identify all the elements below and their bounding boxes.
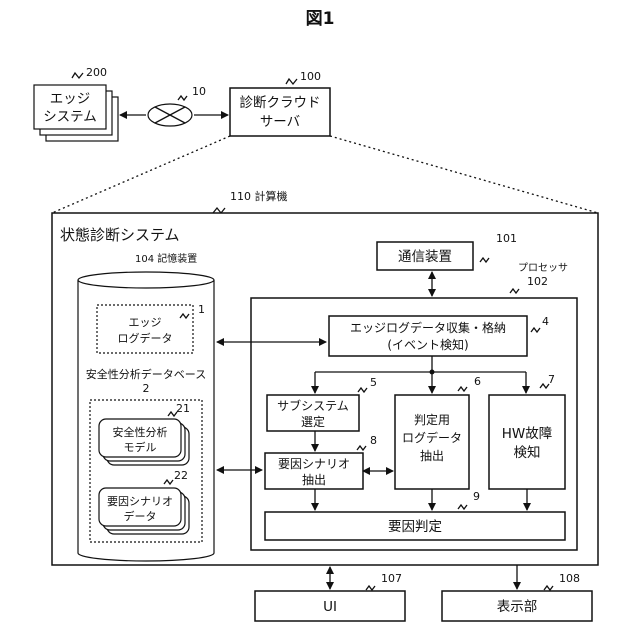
edge-system: エッジ システム: [34, 85, 118, 141]
hw-fault-block: [489, 395, 565, 489]
system-label: 状態診断システム: [60, 226, 180, 244]
processor-ref: 102: [527, 275, 548, 288]
network-ref-leader: [178, 96, 187, 100]
safety-model-line-1: 安全性分析: [113, 425, 168, 439]
scenario-data-line-2: データ: [124, 509, 157, 523]
server-ref: 100: [300, 70, 321, 83]
comm-label: 通信装置: [398, 249, 452, 265]
safety-model-ref: 21: [176, 402, 190, 415]
safety-model-line-2: モデル: [124, 440, 157, 454]
subsystem-line-1: サブシステム: [277, 398, 349, 413]
display-label: 表示部: [497, 599, 538, 615]
judge-log-line-1: 判定用: [414, 412, 450, 427]
judge-log-line-2: ログデータ: [402, 430, 462, 445]
network-icon: [148, 104, 192, 126]
subsystem-ref: 5: [370, 376, 377, 389]
scenario-data: 要因シナリオ データ: [99, 488, 189, 534]
expand-line-left: [52, 136, 230, 213]
collect-ref: 4: [542, 315, 549, 328]
edge-ref: 200: [86, 66, 107, 79]
collect-line-2: (イベント検知): [387, 338, 468, 352]
collect-line-1: エッジログデータ収集・格納: [350, 320, 506, 335]
edge-log-line-1: エッジ: [129, 316, 162, 329]
computer-label: 110 計算機: [230, 189, 288, 203]
scenario-extract-line-1: 要因シナリオ: [278, 457, 350, 471]
edge-log-ref: 1: [198, 303, 205, 316]
figure-title: 図1: [306, 9, 335, 29]
expand-line-right: [330, 136, 598, 213]
hw-fault-line-1: HW故障: [502, 426, 553, 442]
edge-log-line-2: ログデータ: [118, 331, 173, 345]
ui-label: UI: [323, 599, 337, 615]
edge-system-label-2: システム: [43, 109, 97, 125]
scenario-extract-ref: 8: [370, 434, 377, 447]
judge-log-line-3: 抽出: [420, 449, 444, 463]
safety-model: 安全性分析 モデル: [99, 419, 189, 465]
scenario-extract-line-2: 抽出: [302, 473, 326, 487]
storage-label: 104 記憶装置: [135, 252, 197, 265]
server-ref-leader: [286, 79, 297, 84]
judge-log-ref: 6: [474, 375, 481, 388]
database-label: 安全性分析データベース: [86, 367, 206, 381]
scenario-data-line-1: 要因シナリオ: [107, 495, 173, 508]
hw-fault-ref: 7: [548, 373, 555, 386]
cloud-server-label-2: サーバ: [260, 114, 300, 130]
edge-system-label-1: エッジ: [50, 91, 91, 107]
cause-judge-ref: 9: [473, 490, 480, 503]
edge-log-data: [97, 305, 193, 353]
cloud-server-label-1: 診断クラウド: [240, 95, 321, 111]
edge-ref-leader: [72, 73, 83, 78]
database-ref: 2: [143, 382, 150, 395]
display-ref-leader: [544, 586, 553, 590]
cause-judge-label: 要因判定: [388, 519, 442, 535]
hw-fault-line-2: 検知: [514, 444, 541, 461]
scenario-data-ref: 22: [174, 469, 188, 482]
ui-ref: 107: [381, 572, 402, 585]
processor-label: プロセッサ: [518, 262, 568, 274]
display-ref: 108: [559, 572, 580, 585]
cloud-server: 診断クラウド サーバ: [230, 88, 330, 136]
subsystem-line-2: 選定: [301, 414, 325, 429]
ui-ref-leader: [366, 586, 375, 590]
comm-ref: 101: [496, 232, 517, 245]
network-ref: 10: [192, 85, 206, 98]
